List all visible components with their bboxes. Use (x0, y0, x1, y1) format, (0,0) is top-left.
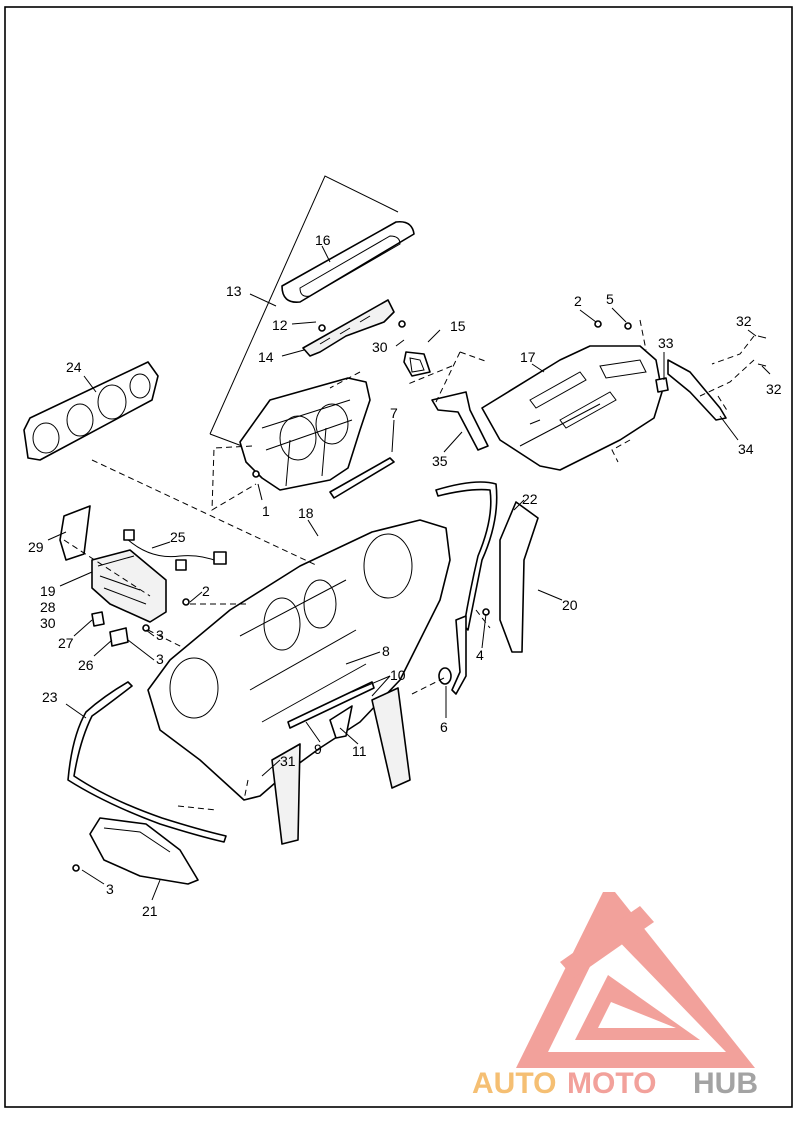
callout-11: 11 (352, 743, 367, 759)
callout-32-bottom: 32 (766, 381, 782, 397)
callout-14: 14 (258, 349, 274, 365)
part-34-bracket (667, 359, 727, 421)
callout-20: 20 (562, 597, 578, 613)
callout-17: 17 (520, 349, 536, 365)
group-outline-13 (209, 175, 399, 447)
callout-3-bottom: 3 (106, 881, 114, 897)
part-7-seal-strip (329, 457, 395, 499)
callout-32-top: 32 (736, 313, 752, 329)
callout-34: 34 (738, 441, 754, 457)
callout-4: 4 (476, 647, 484, 663)
part-21-lower-panel (89, 817, 199, 885)
part-29-lens (59, 505, 91, 561)
part-17-inner-panel (481, 345, 663, 471)
callout-18: 18 (298, 505, 314, 521)
leader-lines (47, 245, 771, 901)
callout-33: 33 (658, 335, 674, 351)
callout-30-left: 30 (40, 615, 56, 631)
assembly-dash-lines (63, 319, 755, 811)
part-25-harness (123, 529, 227, 571)
callout-26: 26 (78, 657, 94, 673)
callout-8: 8 (382, 643, 390, 659)
callout-30-top: 30 (372, 339, 388, 355)
part-27-clip (91, 611, 105, 627)
part-23-seal (67, 681, 227, 843)
part-33-bracket (655, 377, 669, 393)
part-20-panel (499, 501, 539, 653)
callout-31: 31 (280, 753, 296, 769)
part-26-component (109, 627, 129, 647)
part-16-top-trim (281, 220, 415, 303)
callout-7: 7 (390, 405, 398, 421)
callout-16: 16 (315, 232, 331, 248)
callout-19: 19 (40, 583, 56, 599)
callout-29: 29 (28, 539, 44, 555)
callout-3-mid: 3 (156, 627, 164, 643)
callout-5: 5 (606, 291, 614, 307)
callout-35: 35 (432, 453, 448, 469)
diagram-frame (4, 6, 793, 1108)
part-19-radio-housing (91, 549, 167, 623)
callout-21: 21 (142, 903, 158, 919)
watermark-triangle-mark (516, 892, 755, 1068)
callout-22: 22 (522, 491, 538, 507)
callout-1: 1 (262, 503, 270, 519)
fasteners (72, 320, 767, 872)
callout-24: 24 (66, 359, 82, 375)
callout-10: 10 (390, 667, 406, 683)
callout-28: 28 (40, 599, 56, 615)
watermark-hub-text: HUB (693, 1067, 758, 1100)
part-35-bracket (431, 391, 489, 451)
watermark-auto-text: AUTO (472, 1067, 556, 1100)
part-24-bezel (23, 361, 159, 461)
callout-2-mid: 2 (202, 583, 210, 599)
callout-3-lower: 3 (156, 651, 164, 667)
part-14-bracket (302, 299, 395, 357)
watermark-logo: AUTO MOTO HUB (472, 892, 758, 1100)
callout-9: 9 (314, 741, 322, 757)
callout-23: 23 (42, 689, 58, 705)
callout-13: 13 (226, 283, 242, 299)
callout-6: 6 (440, 719, 448, 735)
part-4-strip (451, 615, 467, 695)
callout-12: 12 (272, 317, 288, 333)
callout-15: 15 (450, 318, 466, 334)
callout-labels: 16 13 12 14 15 30 7 1 17 2 5 33 32 32 34… (28, 232, 782, 919)
part-9-strip (287, 681, 375, 729)
callout-25: 25 (170, 529, 186, 545)
watermark-moto-text: MOTO (567, 1067, 656, 1100)
part-6-fastener (438, 667, 452, 685)
part-11-bracket (329, 705, 353, 739)
callout-2-top: 2 (574, 293, 582, 309)
part-15-module (403, 351, 431, 377)
callout-27: 27 (58, 635, 74, 651)
